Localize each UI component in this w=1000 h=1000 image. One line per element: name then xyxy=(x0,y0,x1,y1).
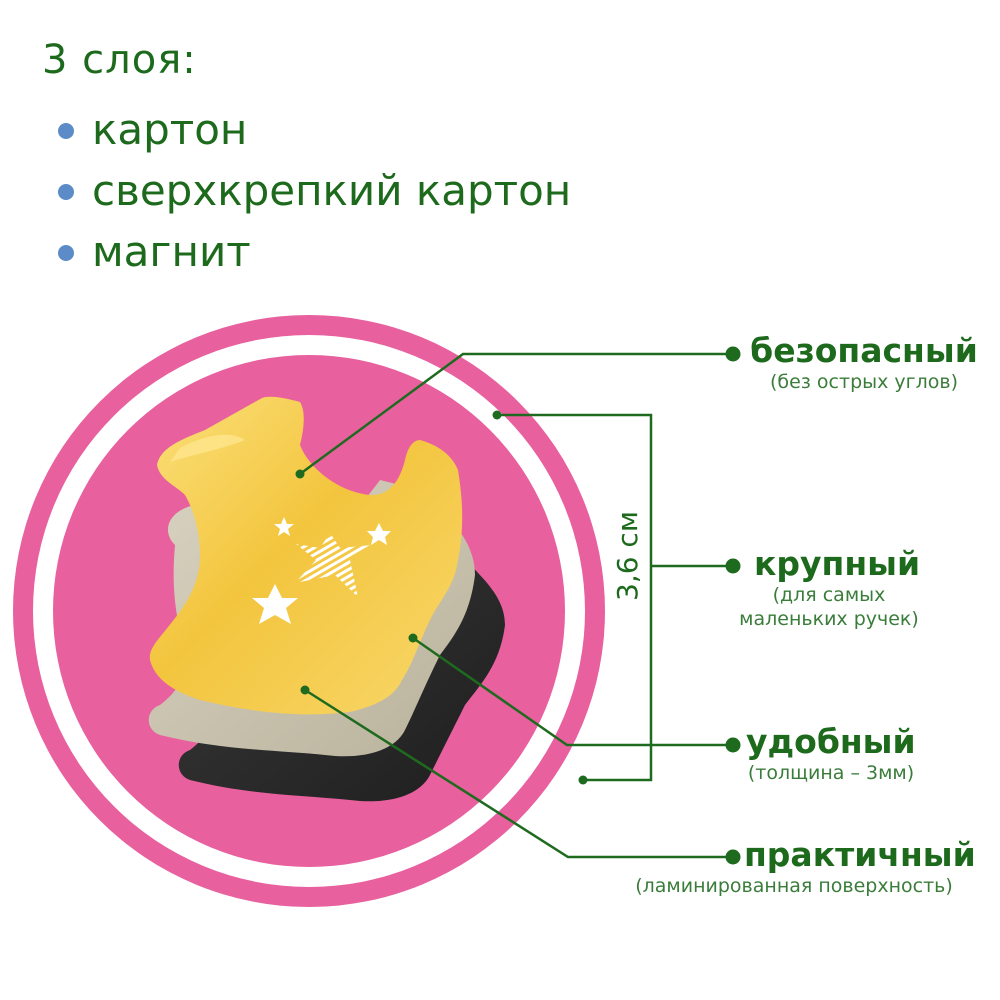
callout-subtitle: (ламинированная поверхность) xyxy=(635,875,953,897)
callout-title: крупный xyxy=(754,544,921,583)
leader-dots xyxy=(295,346,741,865)
callout-practical: практичный (ламинированная поверхность) xyxy=(594,836,994,898)
dot-marker xyxy=(725,558,741,574)
callout-large: крупный (для самых маленьких ручек) xyxy=(714,545,944,631)
tshirt-top-layer xyxy=(149,396,463,715)
layer-item-magnet: магнит xyxy=(58,226,571,287)
dimension-bracket xyxy=(497,413,653,782)
callout-convenient: удобный (толщина – 3мм) xyxy=(716,723,946,785)
layer-item-cardboard: картон xyxy=(58,104,571,165)
callout-title: удобный xyxy=(746,722,916,761)
layer-label: магнит xyxy=(92,227,251,276)
dot-marker xyxy=(578,775,588,785)
dot-marker xyxy=(725,849,741,865)
layer-label: сверхкрепкий картон xyxy=(92,166,572,215)
dot-marker xyxy=(725,346,741,362)
star-icon xyxy=(252,584,298,624)
callout-safe: безопасный (без острых углов) xyxy=(744,332,984,394)
dot-marker xyxy=(492,410,502,420)
callout-subtitle: (для самых xyxy=(772,584,886,606)
leader-lines xyxy=(299,352,732,859)
bullet-icon xyxy=(58,123,74,139)
bullet-icon xyxy=(58,245,74,261)
striped-star-icon xyxy=(295,533,372,597)
tshirt-magnet-icon xyxy=(148,396,505,802)
dot-marker xyxy=(408,633,418,643)
dot-marker xyxy=(725,737,741,753)
sleeve-highlight xyxy=(170,434,245,462)
dot-marker xyxy=(300,685,310,695)
star-icon xyxy=(367,523,391,545)
callout-subtitle: маленьких ручек) xyxy=(739,608,919,630)
dot-marker xyxy=(295,469,305,479)
layer-item-extra-strong-cardboard: сверхкрепкий картон xyxy=(58,165,571,226)
leader-line-safe xyxy=(299,352,732,476)
layers-heading: 3 слоя: xyxy=(42,37,197,83)
callout-subtitle: (толщина – 3мм) xyxy=(747,762,915,784)
layers-list: картон сверхкрепкий картон магнит xyxy=(58,104,571,287)
callout-title: практичный xyxy=(744,835,976,874)
star-icon xyxy=(274,517,294,536)
leader-line-practical xyxy=(304,688,732,859)
callout-subtitle: (без острых углов) xyxy=(769,371,959,393)
bullet-icon xyxy=(58,184,74,200)
dimension-label: 3,6 см xyxy=(611,511,644,601)
leader-line-convenient xyxy=(412,636,732,747)
layer-label: картон xyxy=(92,105,248,154)
callout-title: безопасный xyxy=(750,331,978,370)
